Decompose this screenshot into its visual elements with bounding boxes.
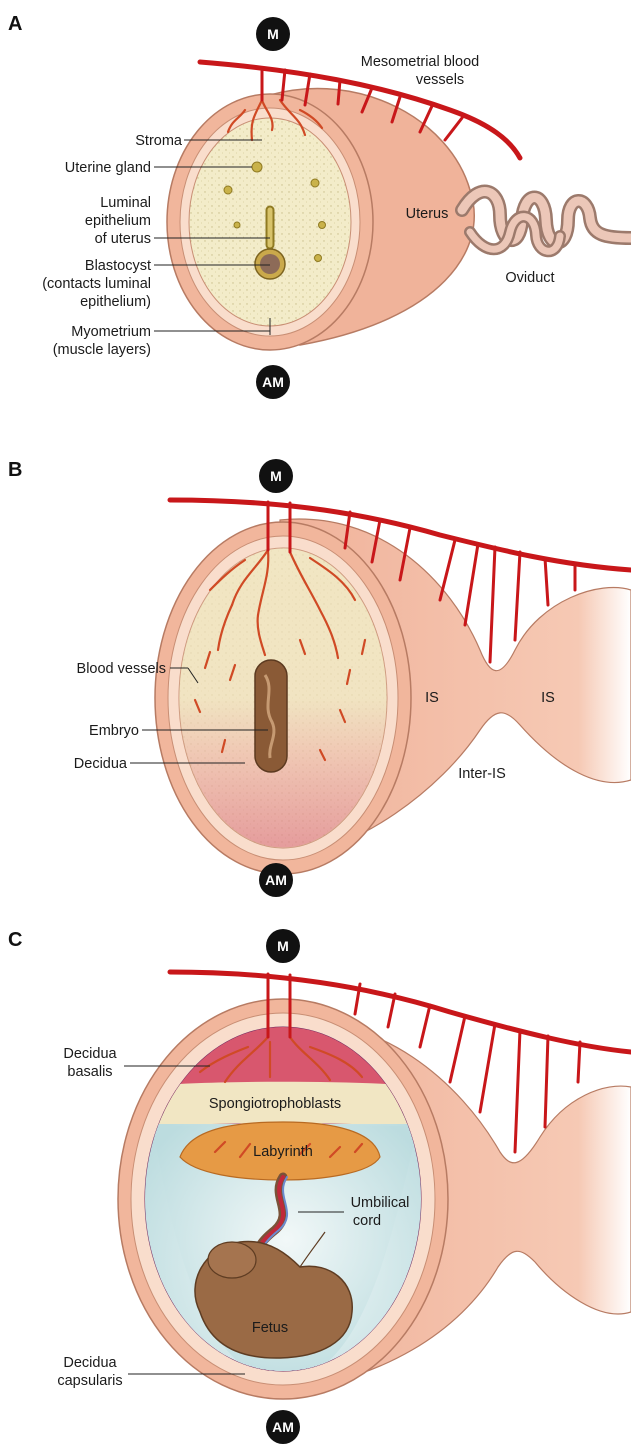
panel-b: B [0, 440, 631, 900]
oviduct-coil [462, 191, 631, 251]
label-decidua: Decidua [74, 756, 128, 772]
label-stroma: Stroma [135, 133, 183, 149]
panel-a-illustration: A [0, 0, 631, 420]
label-decidua-basalis-1: Decidua [63, 1046, 117, 1062]
label-mesometrial-2: vessels [416, 72, 464, 88]
panel-c: C [0, 912, 631, 1453]
blastocyst [260, 254, 280, 274]
label-blastocyst-2: (contacts luminal [42, 276, 151, 292]
label-mesometrial-1: Mesometrial blood [361, 54, 479, 70]
label-umbilical-2: cord [353, 1213, 381, 1229]
marker-am-label: AM [262, 374, 284, 390]
embryo [255, 660, 287, 772]
label-decidua-basalis-2: basalis [67, 1064, 112, 1080]
label-spongiotrophoblasts: Spongiotrophoblasts [209, 1096, 341, 1112]
label-is-right: IS [541, 690, 555, 706]
panel-b-letter: B [8, 459, 22, 481]
panel-a-letter: A [8, 13, 22, 35]
label-uterine-gland: Uterine gland [65, 160, 151, 176]
marker-am-label-c: AM [272, 1419, 294, 1435]
label-myometrium-1: Myometrium [71, 324, 151, 340]
marker-m-label-b: M [270, 468, 282, 484]
label-decidua-capsularis-1: Decidua [63, 1355, 117, 1371]
label-decidua-capsularis-2: capsularis [57, 1373, 122, 1389]
label-myometrium-2: (muscle layers) [53, 342, 151, 358]
label-umbilical-1: Umbilical [351, 1195, 410, 1211]
panel-c-illustration: C [0, 912, 631, 1453]
marker-m-label-c: M [277, 938, 289, 954]
label-luminal-1: Luminal [100, 195, 151, 211]
label-uterus: Uterus [406, 206, 449, 222]
panel-a: A [0, 0, 631, 420]
label-blood-vessels: Blood vessels [77, 661, 166, 677]
panel-b-illustration: B [0, 440, 631, 900]
marker-m-label: M [267, 26, 279, 42]
label-luminal-2: epithelium [85, 213, 151, 229]
marker-am-label-b: AM [265, 872, 287, 888]
panel-c-letter: C [8, 929, 22, 951]
label-blastocyst-3: epithelium) [80, 294, 151, 310]
label-is-left: IS [425, 690, 439, 706]
label-inter-is: Inter-IS [458, 766, 506, 782]
label-oviduct: Oviduct [505, 270, 554, 286]
label-labyrinth: Labyrinth [253, 1144, 313, 1160]
label-luminal-3: of uterus [95, 231, 151, 247]
label-blastocyst-1: Blastocyst [85, 258, 151, 274]
label-embryo: Embryo [89, 723, 139, 739]
label-fetus: Fetus [252, 1320, 288, 1336]
